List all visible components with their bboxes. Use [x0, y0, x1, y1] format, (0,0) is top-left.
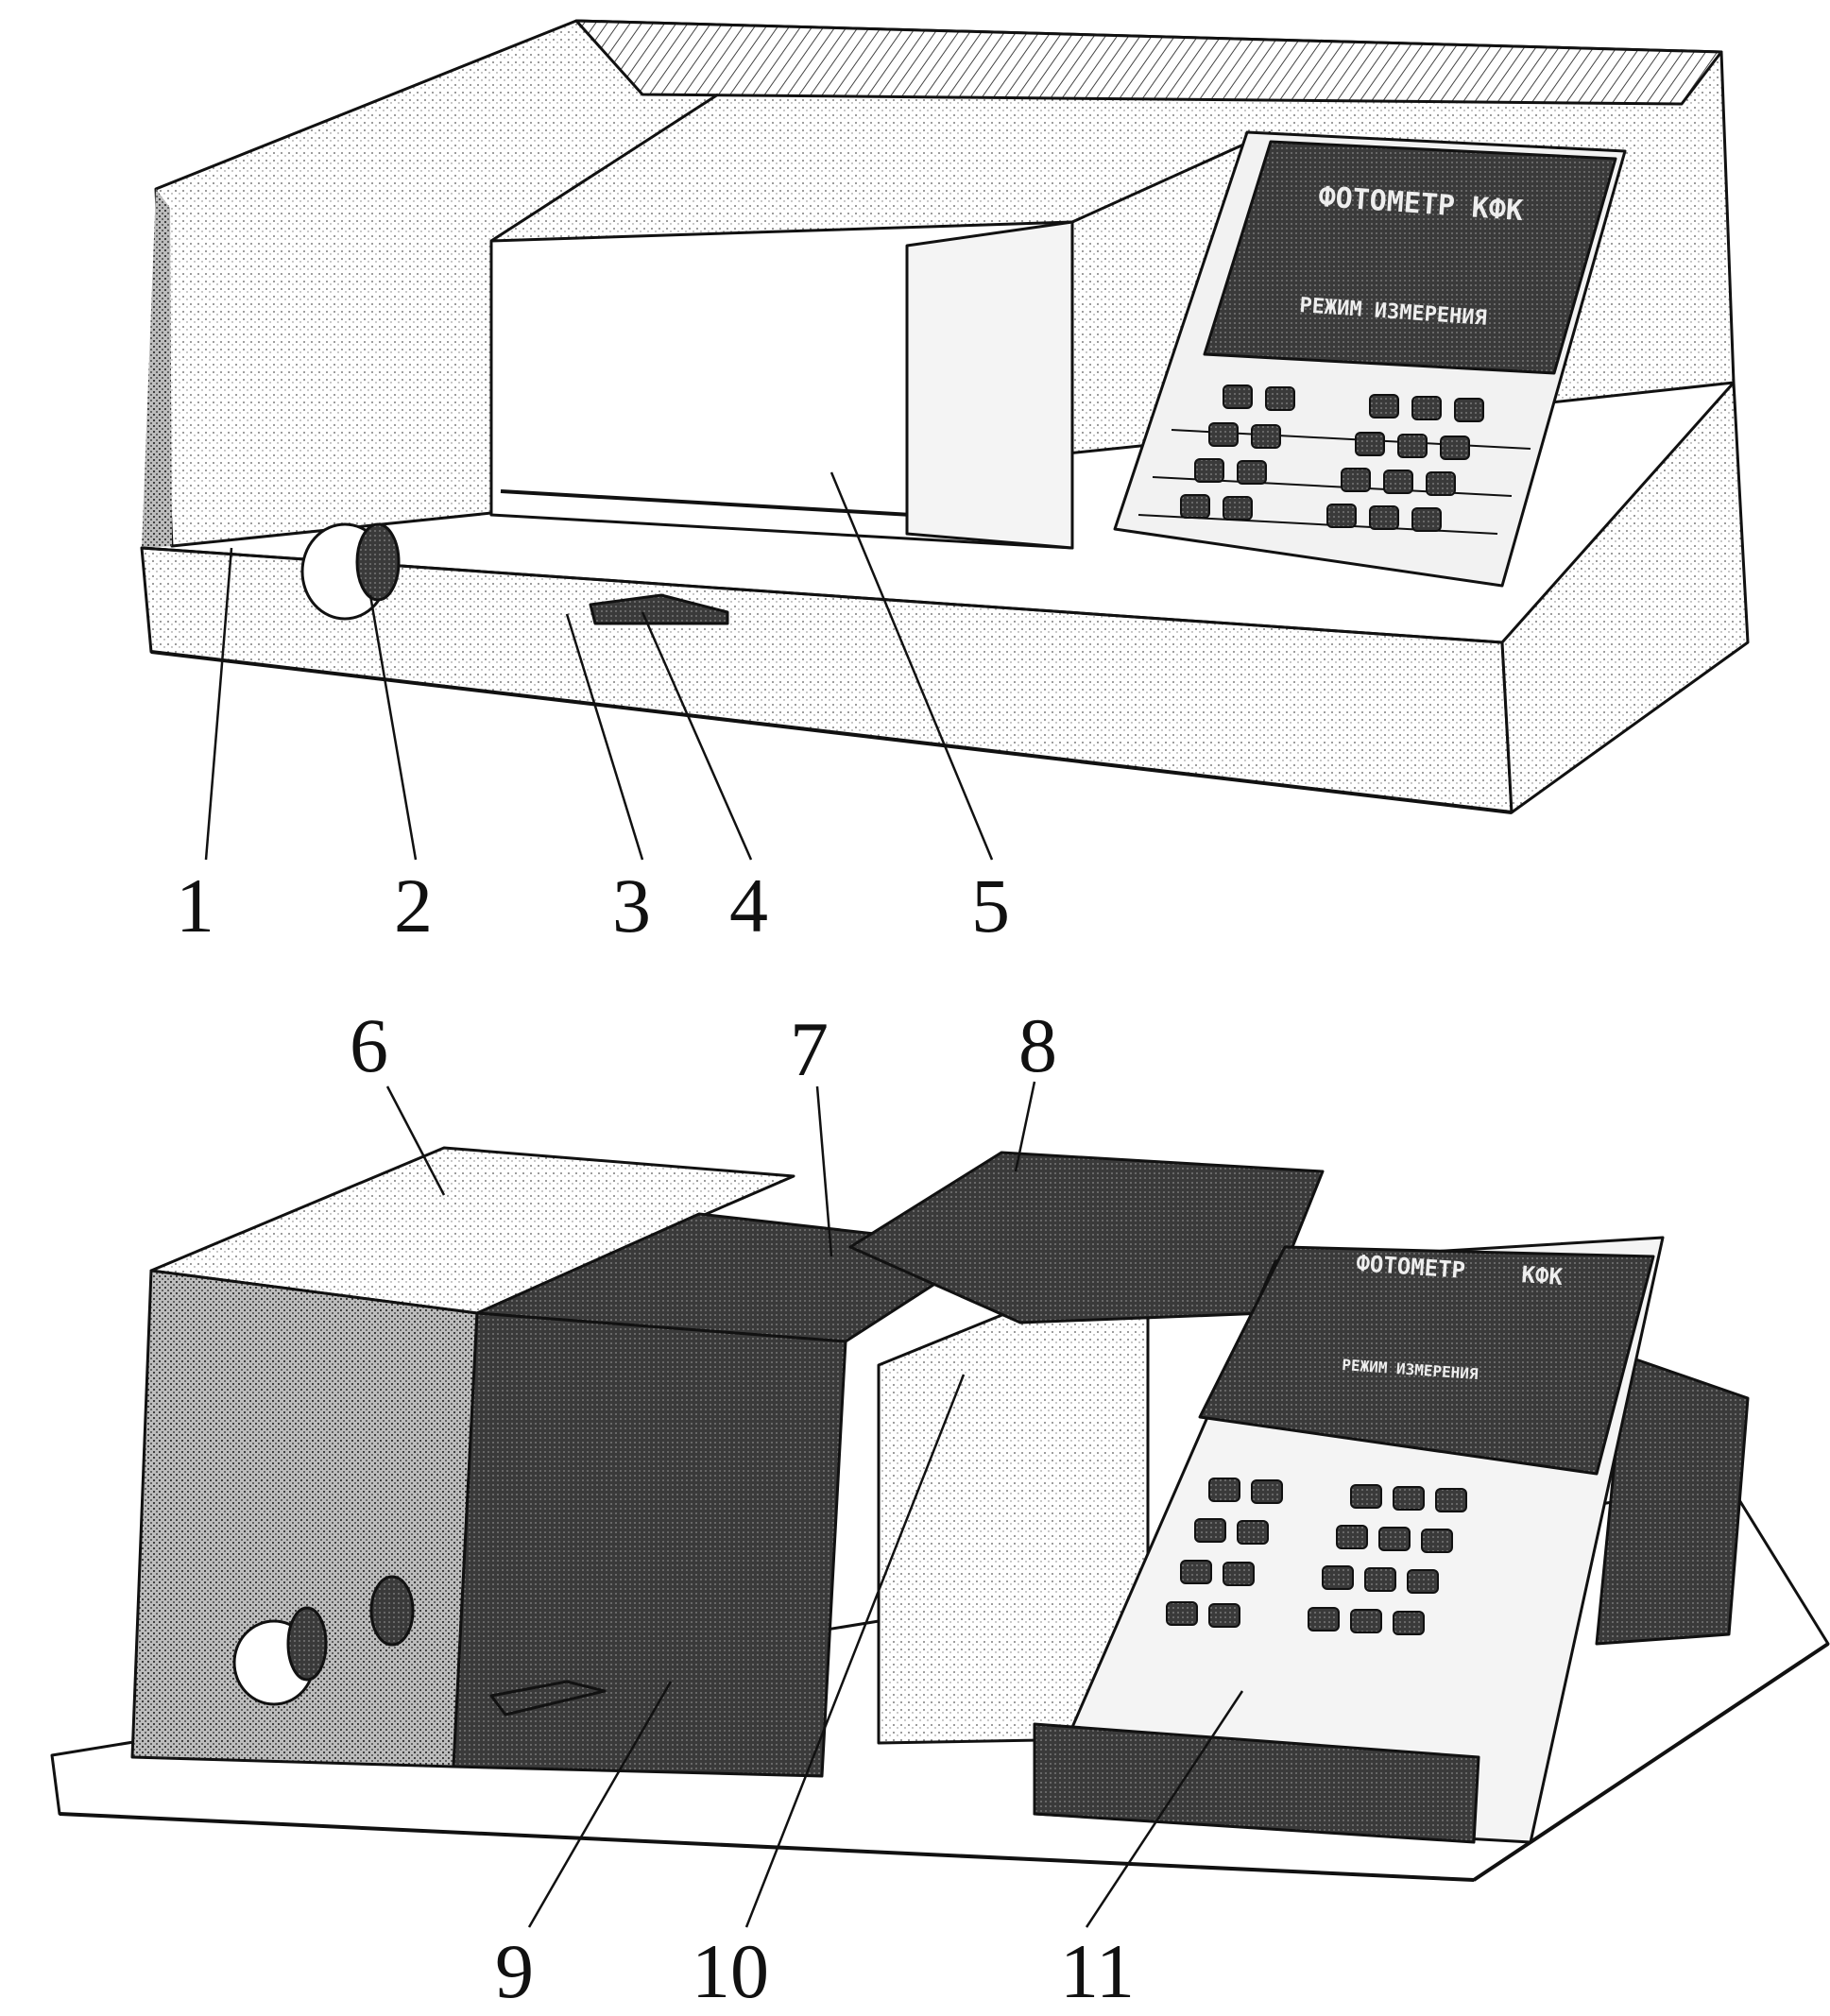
- callout-6: 6: [350, 1002, 388, 1088]
- assembled-photometer: [140, 19, 1750, 814]
- callout-7: 7: [790, 1006, 829, 1092]
- callout-4: 4: [729, 863, 768, 948]
- top-keypad: [1180, 384, 1484, 532]
- callout-2: 2: [394, 863, 433, 948]
- opened-photometer: [50, 1146, 1830, 1882]
- callout-1: 1: [176, 863, 214, 948]
- bottom-keypad: [1166, 1478, 1467, 1635]
- callout-10: 10: [692, 1928, 769, 2014]
- bottom-display-model: КФК: [1521, 1261, 1565, 1290]
- callout-9: 9: [495, 1928, 534, 2014]
- callout-8: 8: [1018, 1002, 1057, 1088]
- bottom-leader-lines: [385, 1081, 1244, 1928]
- callout-11: 11: [1060, 1928, 1135, 2014]
- callout-5: 5: [971, 863, 1010, 948]
- top-leader-lines: [204, 471, 994, 861]
- callout-3: 3: [612, 863, 651, 948]
